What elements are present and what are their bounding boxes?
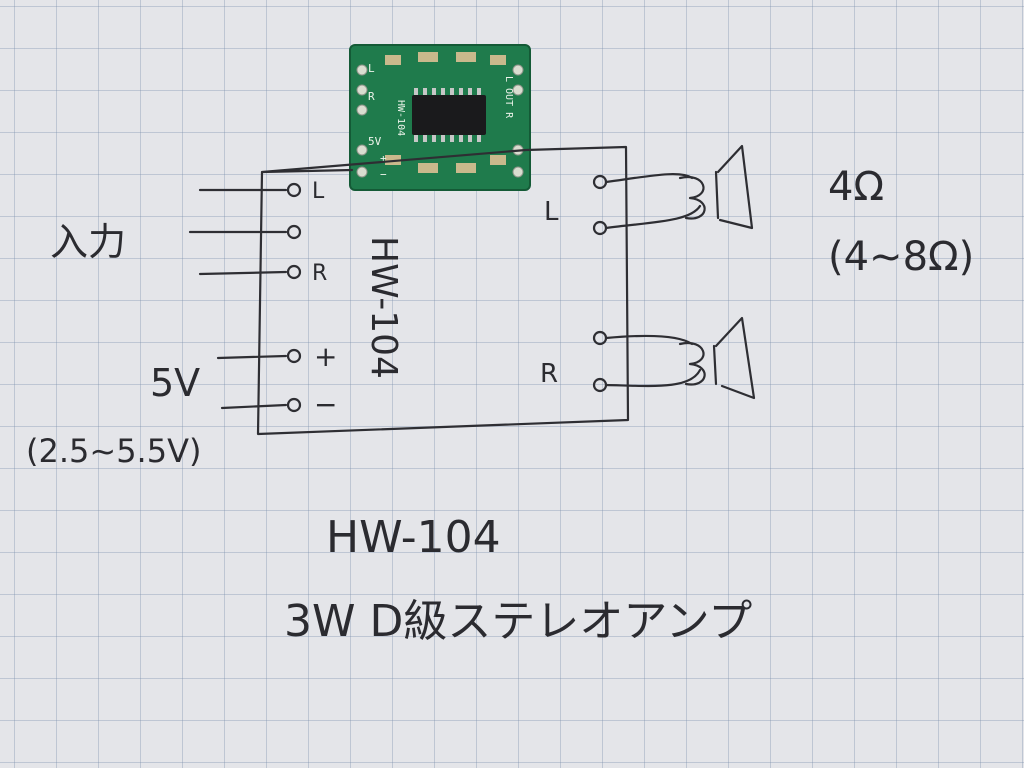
speaker-coil-l — [678, 175, 706, 220]
speaker-coil-r — [678, 341, 706, 386]
input-label: 入力 — [50, 220, 126, 264]
pcb-label-out: L OUT R — [503, 76, 514, 119]
speaker-wire-r — [604, 334, 702, 388]
pcb-pads — [356, 64, 524, 178]
pcb-module: L R 5V + − HW-104 L OUT R — [349, 44, 531, 191]
output-l — [592, 144, 754, 236]
output-r — [592, 316, 756, 400]
input-wires — [188, 182, 302, 280]
speaker-cone-l — [714, 144, 754, 230]
pcb-label-l: L — [368, 62, 375, 75]
power-range: (2.5~5.5V) — [26, 432, 201, 470]
power-label: 5V — [150, 361, 200, 405]
power-wires — [216, 348, 302, 413]
input-wire-r — [198, 270, 288, 276]
terminal-out-l2 — [592, 220, 608, 236]
pcb-label-r: R — [368, 90, 375, 103]
label-pwr-minus: − — [314, 388, 337, 421]
terminal-in-gnd — [286, 224, 302, 240]
speaker-cone-r — [712, 316, 756, 400]
pcb-label-5v: 5V — [368, 135, 382, 148]
pcb-components — [385, 52, 506, 173]
label-pwr-plus: + — [314, 340, 337, 373]
pcb-label-minus: − — [380, 168, 387, 181]
amplifier-outline — [256, 145, 630, 436]
terminal-pwr-plus — [286, 348, 302, 364]
footer-model: HW-104 — [326, 512, 501, 563]
impedance-range: (4~8Ω) — [828, 234, 974, 280]
power-wire-minus — [220, 403, 288, 410]
amplifier-box — [256, 145, 630, 436]
label-out-r: R — [540, 359, 558, 389]
pcb-chip-label: HW-104 — [395, 100, 406, 136]
footer-description: 3W D級ステレオアンプ — [284, 596, 752, 647]
speaker-wire-l — [604, 173, 702, 230]
label-in-l: L — [312, 179, 325, 204]
terminal-in-l — [286, 182, 302, 198]
terminal-out-l1 — [592, 174, 608, 190]
terminal-out-r1 — [592, 330, 608, 346]
label-in-r: R — [312, 261, 327, 286]
impedance-label: 4Ω — [828, 164, 884, 210]
power-wire-plus — [216, 354, 288, 360]
board-label-vertical: HW-104 — [363, 236, 404, 379]
amplifier-chip — [412, 95, 486, 135]
label-out-l: L — [544, 197, 559, 227]
terminal-in-r — [286, 264, 302, 280]
terminal-pwr-minus — [286, 397, 302, 413]
pcb-label-plus: + — [380, 152, 387, 165]
terminal-out-r2 — [592, 377, 608, 393]
